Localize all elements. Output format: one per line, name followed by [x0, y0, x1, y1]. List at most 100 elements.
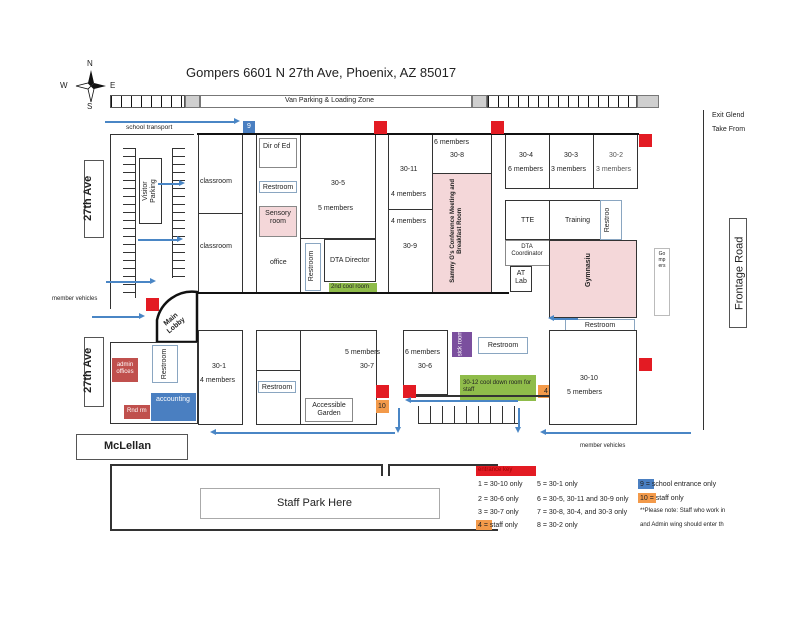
staff-lot-stub-r — [388, 464, 390, 476]
restroom-b — [305, 243, 321, 291]
cool-down-room — [460, 375, 536, 401]
room-30-4-label: 30-4 — [519, 152, 534, 159]
room-30-3 — [549, 134, 594, 189]
street-27th-ave-bottom — [84, 337, 104, 407]
member-vehicles-left-label: member vehicles — [52, 296, 98, 302]
van-parking-gray-end — [637, 95, 659, 108]
left-parking-stripes-a — [123, 148, 136, 298]
room-30-6 — [403, 330, 448, 395]
member-vehicles-left-arrow — [92, 313, 145, 319]
tte-room — [505, 200, 550, 240]
room-30-6-members: 6 members — [405, 349, 441, 356]
dir-ed-room — [259, 138, 297, 168]
dta-coordinator-label: DTA Coordinator — [511, 244, 543, 257]
room-30-11-divider — [388, 209, 433, 210]
sick-room — [452, 332, 472, 357]
legend-staff10-swatch — [638, 493, 656, 503]
building-top-wall — [197, 133, 639, 135]
lower-parking-stripes — [418, 406, 518, 424]
legend-c1-2: 3 = 30-7 only — [478, 509, 519, 516]
at-lab — [510, 266, 532, 292]
room-30-9-members: 4 members — [391, 218, 427, 225]
left-vehicle-arrow-2 — [106, 278, 156, 284]
compass-rose-icon: N S W E — [60, 59, 116, 111]
room-30-8-members: 6 members — [434, 139, 470, 146]
room-30-1 — [198, 330, 243, 425]
legend-c2-3: 8 = 30-2 only — [537, 522, 578, 529]
dir-ed-label: Dir of Ed — [263, 143, 291, 150]
lower-middle-divider — [256, 370, 301, 371]
entrance-marker-lobby — [146, 298, 159, 311]
van-parking-stripes-right — [487, 95, 637, 108]
room-30-3-label: 30-3 — [564, 152, 579, 159]
street-frontage — [729, 218, 747, 328]
left-lot-top-line — [110, 134, 194, 135]
conference-room — [432, 173, 492, 293]
staff-lot-right-top — [388, 464, 498, 466]
compass-w: W — [60, 81, 68, 90]
dta-coordinator — [505, 240, 550, 266]
member-vehicles-right-arrow — [540, 429, 691, 435]
legend-header-box — [476, 466, 536, 476]
entrance-10 — [376, 400, 389, 413]
tte-label: TTE — [521, 217, 535, 224]
lower-middle-block — [256, 330, 301, 425]
room-30-6-label: 30-6 — [418, 363, 433, 370]
admin-offices-box — [112, 358, 138, 382]
staff-lot-stub-l — [381, 464, 383, 476]
room-30-1-members: 4 members — [200, 377, 236, 384]
sick-room-label: sick room — [457, 330, 464, 357]
legend-c2-0: 5 = 30-1 only — [537, 481, 578, 488]
street-27th-ave-top-label: 27th Ave — [82, 175, 95, 221]
take-label: Take From — [712, 126, 746, 133]
down-arrow-1 — [395, 408, 401, 433]
member-vehicles-right-label: member vehicles — [580, 443, 626, 449]
room-30-7-members: 5 members — [345, 349, 381, 356]
at-lab-label: AT Lab — [515, 270, 527, 286]
street-mclellan-label: McLellan — [104, 440, 152, 452]
legend-c3-0: 9 = school entrance only — [640, 481, 717, 488]
compass-e: E — [110, 81, 116, 90]
room-30-2 — [593, 134, 638, 189]
classroom-2 — [198, 213, 243, 293]
accessible-garden-label: Accessible Garden — [312, 402, 346, 418]
street-frontage-label: Frontage Road — [733, 236, 746, 311]
staff-park-label: Staff Park Here — [277, 497, 352, 509]
accessible-garden — [305, 398, 353, 422]
exit-label: Exit Glend — [712, 112, 745, 119]
cool-room-2 — [329, 283, 377, 292]
legend-header: entrance key — [478, 467, 513, 473]
cool-down-room-label: 30-12 cool down room for staff — [463, 380, 532, 393]
training-label: Training — [565, 217, 591, 224]
legend-school-swatch — [638, 479, 654, 489]
gym-arrow — [548, 315, 578, 321]
room-30-3-members: 3 members — [551, 166, 587, 173]
room-30-10 — [549, 330, 637, 425]
restroom-a: Restroom — [259, 181, 297, 193]
entrance-marker-top-3 — [639, 134, 652, 147]
legend-c1-3: 4 = staff only — [478, 522, 518, 529]
legend-c3-1: 10 = staff only — [640, 495, 684, 502]
training-room — [549, 200, 605, 240]
street-27th-ave-top — [84, 160, 104, 238]
visitor-parking-box — [139, 158, 162, 224]
compass-s: S — [87, 102, 93, 111]
room-30-4-members: 6 members — [508, 166, 544, 173]
left-vehicle-arrow-4 — [158, 180, 185, 186]
van-parking-label: Van Parking & Loading Zone — [285, 97, 374, 104]
lower-corridor-wall — [403, 395, 550, 397]
restroom-e-label: Restroom — [161, 348, 169, 380]
room-30-5 — [300, 134, 376, 239]
dta-director-label: DTA Director — [330, 257, 370, 264]
room-30-2-label: 30-2 — [609, 152, 624, 159]
bottom-road-arrow-right — [405, 397, 518, 403]
legend-c2-1: 6 = 30-5, 30-11 and 30-9 only — [537, 496, 629, 503]
gompers-sign-label: Gompers — [658, 251, 666, 269]
room-30-11 — [388, 134, 433, 294]
rnd-room-label: Rnd rm — [127, 408, 147, 414]
accounting-box — [151, 393, 196, 421]
room-30-1-label: 30-1 — [212, 363, 227, 370]
restroom-f: Restroom — [258, 381, 296, 393]
legend-c3-2: **Please note: Staff who work in — [640, 508, 726, 514]
left-lot-left-line — [110, 134, 111, 309]
